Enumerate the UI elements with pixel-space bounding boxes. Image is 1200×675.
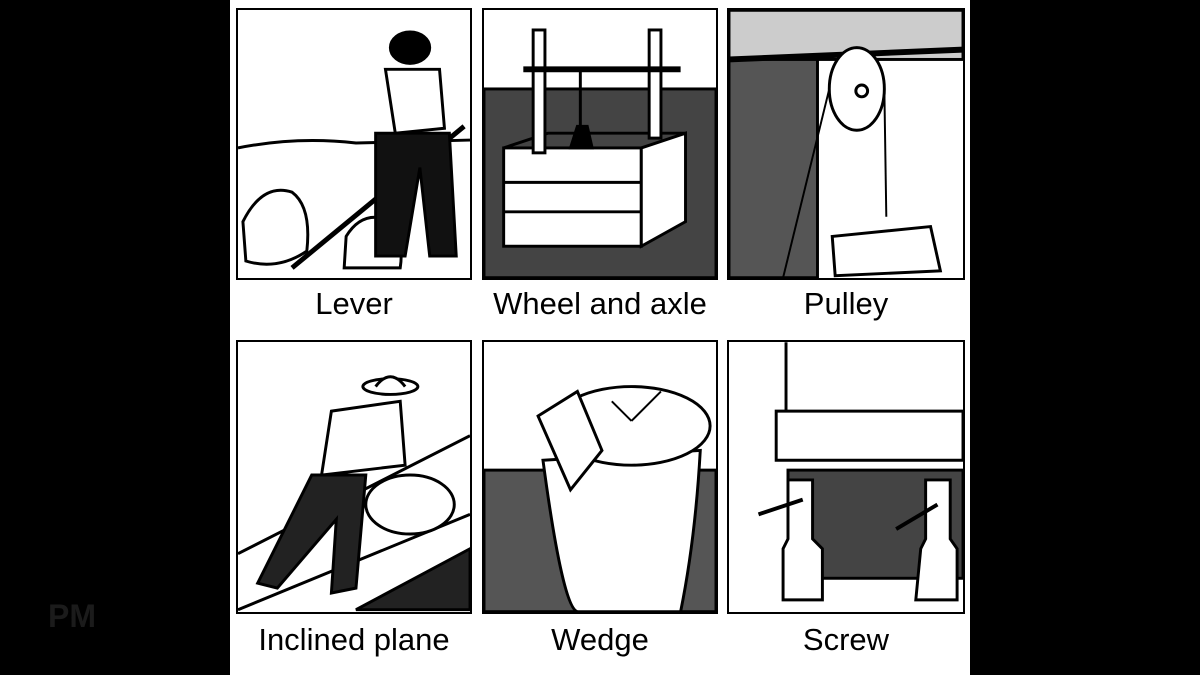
pulley-label: Pulley — [803, 286, 889, 321]
screw-illustration — [727, 340, 965, 614]
lever-illustration — [236, 8, 472, 280]
simple-machines-sheet: Lever Wheel and axle Pulley — [230, 0, 970, 675]
inclined-plane-label: Inclined plane — [258, 622, 450, 657]
watermark-logo: PM — [48, 598, 96, 634]
wedge-illustration — [482, 340, 718, 614]
inclined-plane-illustration — [236, 340, 472, 614]
lever-label: Lever — [315, 286, 393, 321]
wedge-label: Wedge — [551, 622, 649, 657]
wheel-and-axle-illustration — [482, 8, 718, 280]
pulley-illustration — [727, 8, 965, 280]
screw-label: Screw — [802, 622, 890, 657]
wheel-and-axle-label: Wheel and axle — [493, 286, 707, 321]
